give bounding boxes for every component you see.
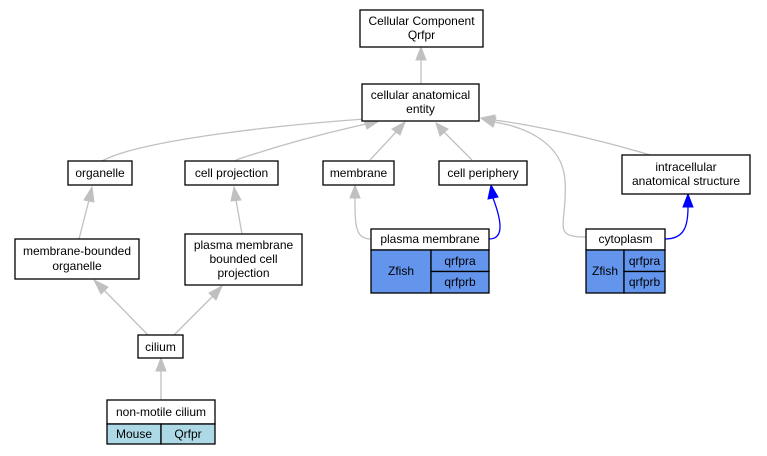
- arrowhead: [435, 122, 449, 137]
- edge-cytoplasm-intracellular: [664, 206, 689, 240]
- arrowhead: [349, 183, 361, 199]
- node-pmbcp-line2: bounded cell: [209, 252, 277, 266]
- species-label-zfish: Zfish: [592, 264, 618, 278]
- edge-cellprojection-cae: [235, 123, 367, 161]
- node-nmc-label: non-motile cilium: [116, 405, 206, 419]
- node-intracellular-anatomical-structure[interactable]: intracellular anatomical structure: [621, 154, 751, 195]
- node-cae-line1: cellular anatomical: [371, 88, 470, 102]
- edge-plasmamembrane-membrane: [354, 197, 372, 240]
- species-cell-zfish: [585, 249, 625, 294]
- node-pmbcp-line1: plasma membrane: [194, 238, 294, 252]
- gene-cell: [430, 270, 490, 294]
- edges: [78, 45, 694, 400]
- gene-label-qrfpra: qrfpra: [444, 254, 476, 268]
- arrowhead: [230, 185, 242, 202]
- node-cytoplasm[interactable]: cytoplasm Zfish qrfpra qrfprb: [585, 228, 666, 294]
- gene-label-qrfprb: qrfprb: [629, 275, 661, 289]
- arrowhead: [415, 45, 427, 61]
- species-label-zfish: Zfish: [388, 264, 414, 278]
- node-cilium[interactable]: cilium: [137, 334, 184, 359]
- gene-label-qrfpra: qrfpra: [629, 254, 661, 268]
- arrowhead: [487, 183, 499, 200]
- edge-mbo-organelle: [78, 199, 90, 240]
- node-plasma-membrane-bounded-cell-projection[interactable]: plasma membrane bounded cell projection: [184, 233, 303, 286]
- edge-pmbcp-cellprojection: [235, 199, 243, 235]
- species-label-mouse: Mouse: [116, 427, 152, 441]
- edge-cilium-mbo: [103, 289, 149, 336]
- node-plasma-membrane-label: plasma membrane: [380, 232, 480, 246]
- node-mbo-line2: organelle: [52, 259, 102, 273]
- node-root[interactable]: Cellular Component Qrfpr: [359, 9, 484, 48]
- node-cell-periphery-label: cell periphery: [447, 166, 518, 180]
- arrowhead: [92, 278, 109, 295]
- node-root-line1: Cellular Component: [368, 14, 475, 28]
- edge-cilium-pmbcp: [173, 295, 214, 336]
- arrowhead: [155, 356, 167, 372]
- edge-cellperiphery-cae: [443, 131, 473, 161]
- node-cae-line2: entity: [406, 102, 435, 116]
- node-non-motile-cilium[interactable]: non-motile cilium Mouse Qrfpr: [106, 399, 216, 445]
- node-intracellular-line1: intracellular: [655, 160, 716, 174]
- arrowhead: [391, 120, 406, 136]
- node-cytoplasm-label: cytoplasm: [598, 232, 652, 246]
- arrowhead: [83, 185, 95, 203]
- edge-cytoplasm-cae: [493, 121, 587, 238]
- node-pmbcp-line3: projection: [217, 266, 269, 280]
- node-cell-projection-label: cell projection: [195, 166, 268, 180]
- gene-label-qrfprb: qrfprb: [444, 275, 476, 289]
- arrowhead: [682, 192, 694, 208]
- node-plasma-membrane[interactable]: plasma membrane Zfish qrfpra qrfprb: [370, 228, 490, 294]
- edge-plasmamembrane-cellperiphery: [488, 197, 501, 240]
- edge-intracellular-cae: [493, 119, 651, 156]
- node-intracellular-line2: anatomical structure: [632, 174, 740, 188]
- gene-cell: [160, 423, 216, 445]
- arrowhead: [208, 284, 224, 301]
- gene-cell: [623, 270, 666, 294]
- node-cell-periphery[interactable]: cell periphery: [438, 160, 528, 186]
- arrowhead: [480, 116, 497, 128]
- node-cilium-label: cilium: [145, 340, 176, 354]
- node-organelle-label: organelle: [75, 166, 125, 180]
- node-cellular-anatomical-entity[interactable]: cellular anatomical entity: [361, 83, 480, 122]
- node-cell-projection[interactable]: cell projection: [184, 160, 279, 186]
- node-membrane-bounded-organelle[interactable]: membrane-bounded organelle: [14, 238, 140, 280]
- edge-organelle-cae: [101, 118, 366, 162]
- node-root-line2: Qrfpr: [408, 28, 435, 42]
- node-membrane-label: membrane: [330, 166, 388, 180]
- gene-label-qrfpr: Qrfpr: [174, 427, 201, 441]
- node-membrane[interactable]: membrane: [322, 160, 395, 186]
- node-mbo-line1: membrane-bounded: [23, 244, 131, 258]
- edge-membrane-cae: [369, 131, 397, 161]
- node-organelle[interactable]: organelle: [67, 160, 133, 186]
